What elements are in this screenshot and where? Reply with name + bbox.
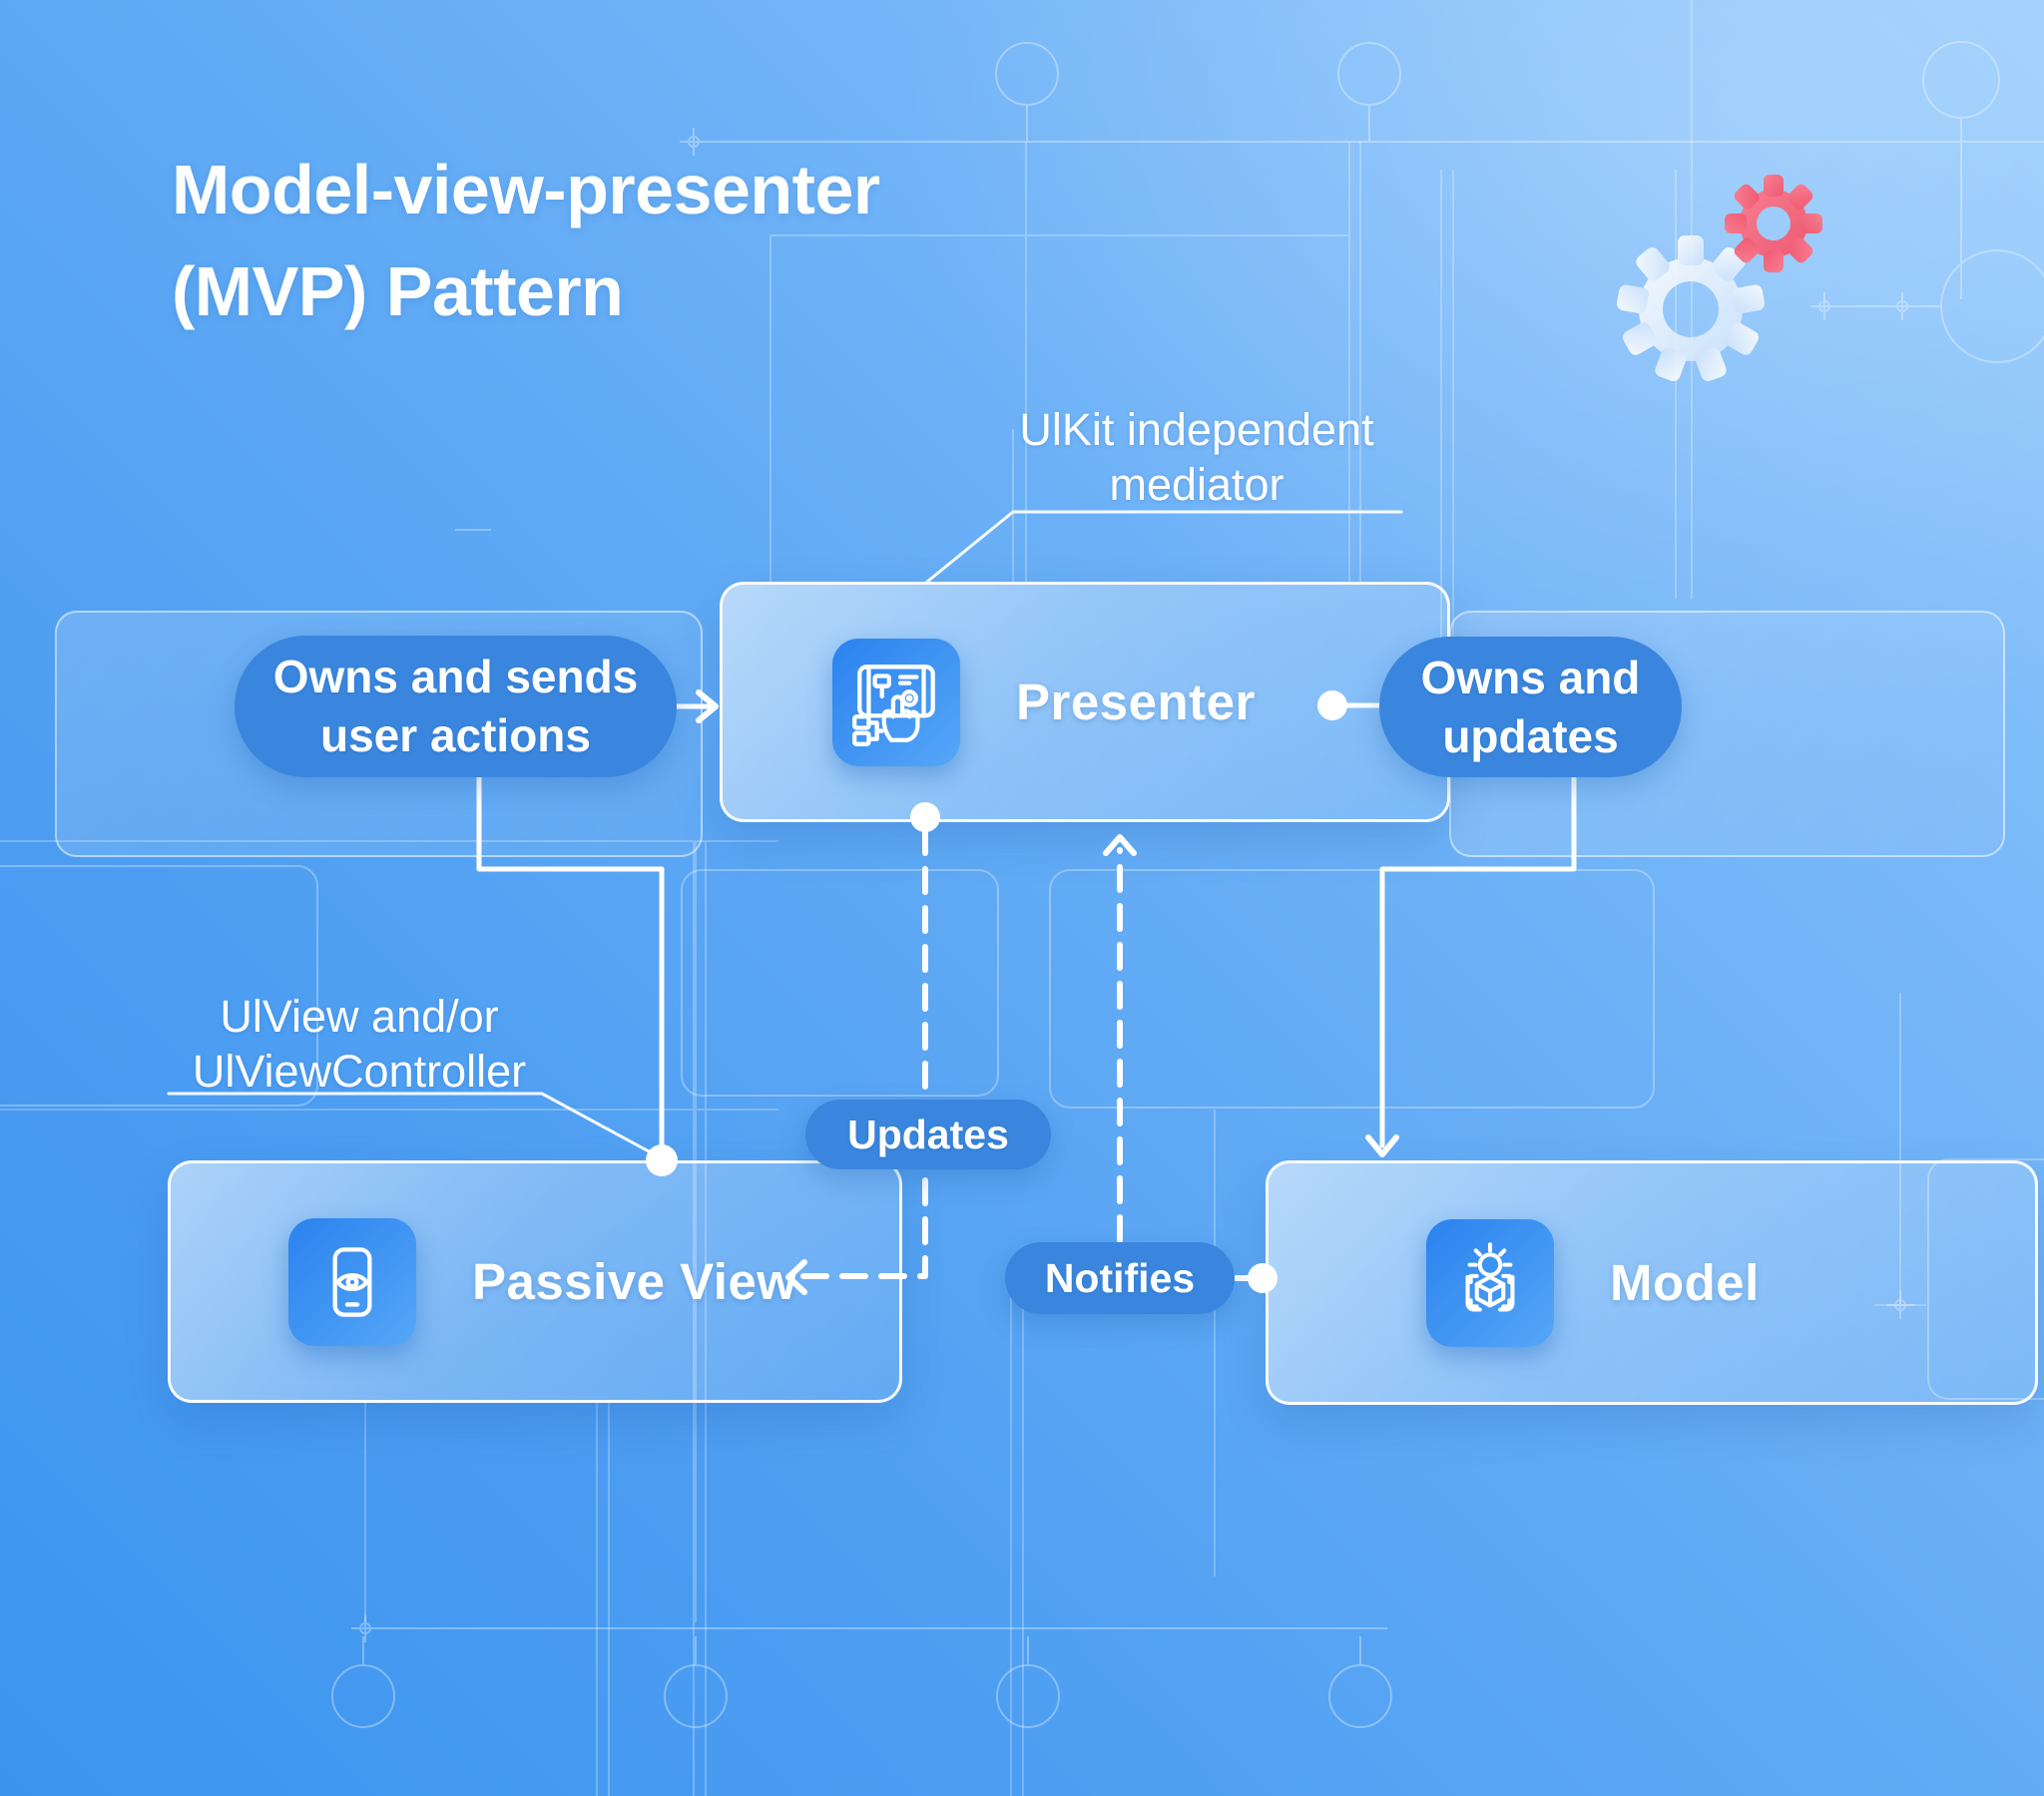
passive-view-top-dot bbox=[646, 1144, 678, 1176]
gear-icon-pink bbox=[1725, 175, 1822, 272]
presenter-annotation: UlKit independent mediator bbox=[972, 403, 1421, 513]
owns-updates-pill: Owns and updates bbox=[1379, 637, 1682, 777]
gear-icon-white bbox=[1616, 235, 1766, 382]
owns-sends-arrowhead bbox=[696, 689, 719, 723]
presenter-annotation-line2: mediator bbox=[1109, 458, 1284, 510]
view-annotation: UlView and/or UlViewController bbox=[150, 990, 569, 1100]
view-annotation-line1: UlView and/or bbox=[220, 991, 499, 1042]
model-node: Model bbox=[1266, 1160, 2038, 1405]
owns-sends-line2: user actions bbox=[320, 709, 591, 761]
phone-eye-icon bbox=[288, 1217, 416, 1346]
updates-dashed-line bbox=[795, 827, 928, 1279]
presenter-bottom-dot bbox=[910, 802, 940, 832]
presenter-annotation-line1: UlKit independent bbox=[1019, 404, 1374, 455]
diagram-title: Model-view-presenter (MVP) Pattern bbox=[172, 140, 880, 342]
view-annotation-line2: UlViewController bbox=[192, 1045, 527, 1097]
model-label: Model bbox=[1610, 1254, 1760, 1311]
title-line1: Model-view-presenter bbox=[172, 151, 880, 228]
to-model-arrowhead bbox=[1365, 1134, 1399, 1157]
model-left-dot bbox=[1248, 1263, 1278, 1293]
notifies-arrowhead bbox=[1103, 834, 1137, 856]
presenter-right-dot bbox=[1317, 690, 1347, 720]
title-line2: (MVP) Pattern bbox=[172, 251, 624, 330]
notifies-label: Notifies bbox=[1044, 1254, 1196, 1301]
owns-updates-line1: Owns and bbox=[1420, 651, 1641, 703]
view-note-leader bbox=[167, 1092, 664, 1160]
passive-view-node: Passive View bbox=[168, 1160, 902, 1403]
presenter-icon bbox=[832, 638, 960, 766]
owns-sends-line1: Owns and sends bbox=[272, 651, 639, 703]
owns-sends-pill: Owns and sends user actions bbox=[235, 636, 677, 777]
owns-updates-to-model bbox=[1379, 774, 1577, 1148]
presenter-label: Presenter bbox=[1016, 674, 1256, 730]
presenter-note-leader bbox=[925, 510, 1403, 584]
updates-arrowhead bbox=[785, 1259, 807, 1295]
passive-view-label: Passive View bbox=[472, 1253, 797, 1310]
notifies-pill: Notifies bbox=[1005, 1242, 1235, 1314]
updates-pill: Updates bbox=[805, 1100, 1051, 1169]
gear-cube-icon bbox=[1426, 1218, 1554, 1347]
owns-sends-to-view bbox=[476, 774, 665, 1160]
owns-updates-line2: updates bbox=[1442, 709, 1619, 762]
updates-label: Updates bbox=[847, 1111, 1009, 1157]
